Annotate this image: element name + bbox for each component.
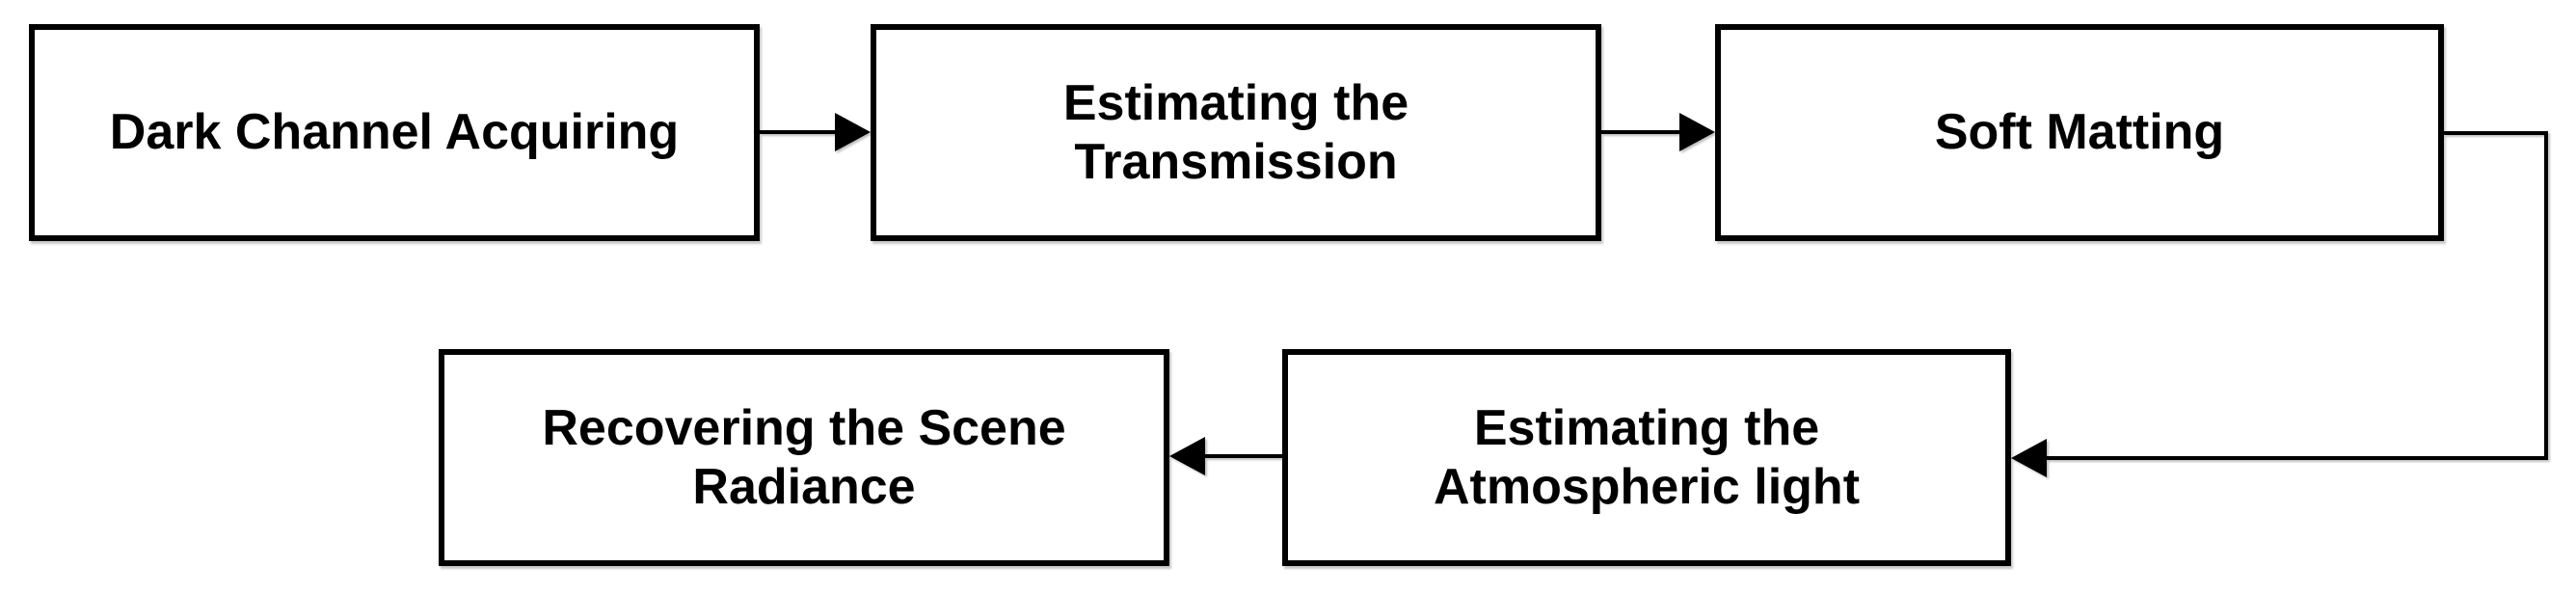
arrow-atmospheric-light-to-scene-radiance [1169,437,1282,475]
flow-node-soft-matting: Soft Matting [1715,24,2444,241]
node-label-dark-channel-acquiring: Dark Channel Acquiring [109,104,680,161]
flow-node-estimating-the-atmospheric-light: Estimating the Atmospheric light [1282,349,2011,566]
node-label-recovering-the-scene-radiance: Recovering the Scene Radiance [542,400,1066,515]
arrow-soft-matting-to-atmospheric-light [2011,131,2548,477]
arrow-transmission-to-soft-matting [1601,113,1715,151]
flow-node-dark-channel-acquiring: Dark Channel Acquiring [29,24,760,241]
node-label-estimating-the-atmospheric-light: Estimating the Atmospheric light [1433,400,1861,515]
flow-node-recovering-the-scene-radiance: Recovering the Scene Radiance [439,349,1169,566]
node-label-soft-matting: Soft Matting [1934,104,2225,161]
node-label-estimating-the-transmission: Estimating the Transmission [1062,75,1409,190]
flow-node-estimating-the-transmission: Estimating the Transmission [871,24,1601,241]
arrow-dark-channel-to-transmission [760,113,871,151]
